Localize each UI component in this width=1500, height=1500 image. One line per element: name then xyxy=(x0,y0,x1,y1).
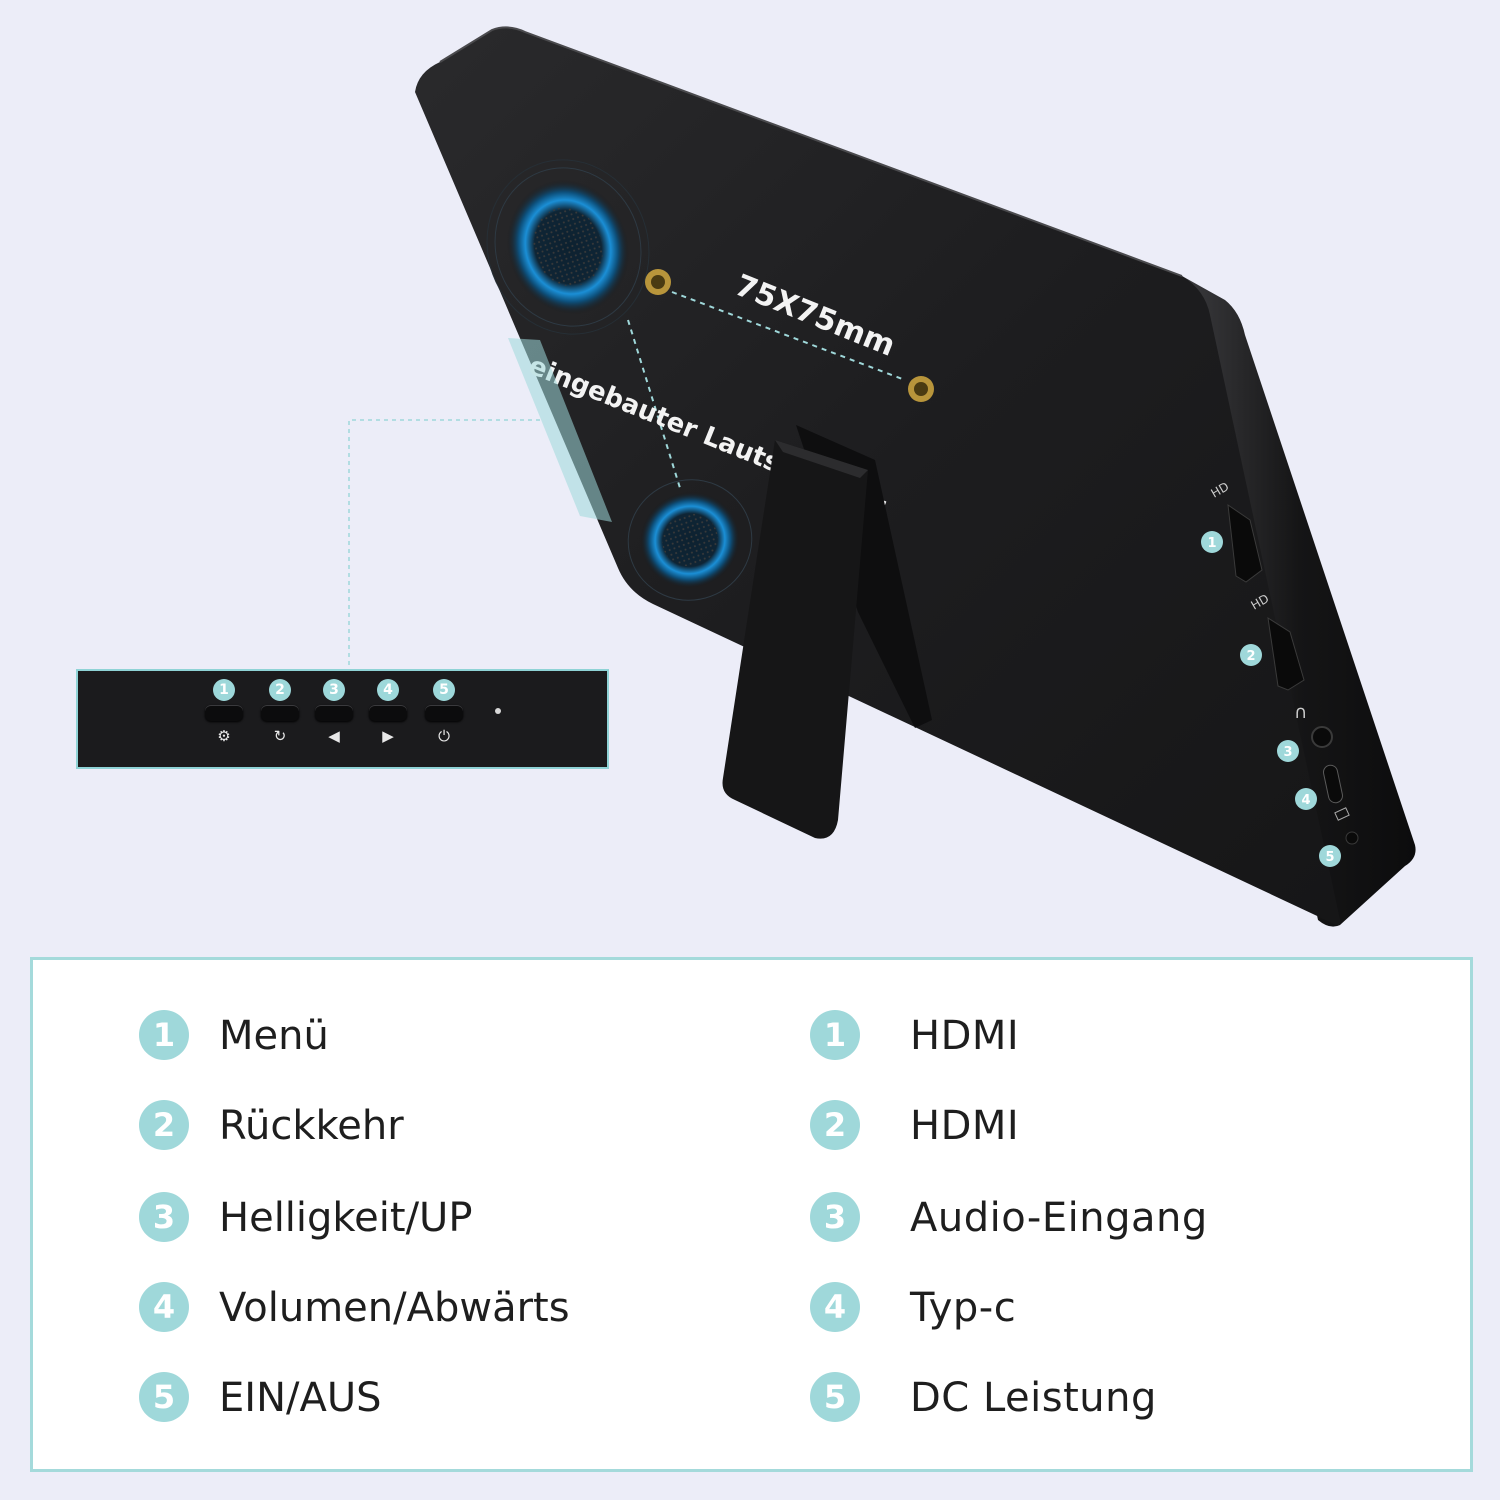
number-badge: 1 xyxy=(810,1010,860,1060)
vesa-hole-left xyxy=(645,269,671,295)
number-badge: 2 xyxy=(139,1100,189,1150)
left-triangle-icon: ◀ xyxy=(328,727,340,745)
strip-button-2: 2 ↻ xyxy=(261,671,301,771)
audio-jack: ∩ xyxy=(1294,702,1333,748)
number-badge: 3 xyxy=(139,1192,189,1242)
number-badge: 3 xyxy=(810,1192,860,1242)
strip-key-4 xyxy=(369,705,407,721)
monitor-edge xyxy=(1182,276,1416,927)
port-badge-3: 3 xyxy=(1277,740,1299,762)
legend-box: 1 Menü 2 Rückkehr 3 Helligkeit/UP 4 Volu… xyxy=(30,957,1473,1472)
number-badge: 4 xyxy=(810,1282,860,1332)
svg-text:5: 5 xyxy=(1325,850,1334,865)
button-strip-inset: 1 ⚙ 2 ↻ 3 ◀ 4 ▶ 5 ⏻ xyxy=(76,669,609,769)
legend-label: Helligkeit/UP xyxy=(219,1195,473,1241)
legend-label: EIN/AUS xyxy=(219,1375,382,1421)
monitor-back-illustration: 75X75mm eingebauter Lautsprecher HD HD ∩… xyxy=(348,26,1416,927)
strip-number-5: 5 xyxy=(433,679,455,701)
legend-label: Typ-c xyxy=(910,1285,1017,1331)
port-badge-5: 5 xyxy=(1319,845,1341,867)
legend-label: HDMI xyxy=(910,1013,1020,1059)
speaker-bottom xyxy=(627,479,753,601)
port-badge-2: 2 xyxy=(1240,644,1262,666)
indicator-led xyxy=(495,708,501,714)
legend-label: Menü xyxy=(219,1013,329,1059)
port-badge-1: 1 xyxy=(1201,531,1223,553)
port-badge-4: 4 xyxy=(1295,788,1317,810)
svg-text:1: 1 xyxy=(1207,536,1216,551)
svg-text:3: 3 xyxy=(1283,745,1292,760)
strip-number-2: 2 xyxy=(269,679,291,701)
number-badge: 2 xyxy=(810,1100,860,1150)
vesa-hole-right xyxy=(908,376,934,402)
legend-label: DC Leistung xyxy=(910,1375,1157,1421)
strip-key-1 xyxy=(205,705,243,721)
legend-label: HDMI xyxy=(910,1103,1020,1149)
power-icon: ⏻ xyxy=(438,727,450,745)
speaker-top xyxy=(486,159,650,335)
usb-c-port xyxy=(1323,764,1343,804)
kickstand xyxy=(722,425,932,839)
dc-port xyxy=(1334,807,1359,845)
strip-number-1: 1 xyxy=(213,679,235,701)
strip-button-5: 5 ⏻ xyxy=(425,671,465,771)
svg-text:2: 2 xyxy=(1246,649,1255,664)
strip-key-2 xyxy=(261,705,299,721)
number-badge: 1 xyxy=(139,1010,189,1060)
hdmi-port-2: HD xyxy=(1249,591,1305,691)
strip-number-3: 3 xyxy=(323,679,345,701)
strip-button-1: 1 ⚙ xyxy=(205,671,245,771)
strip-key-5 xyxy=(425,705,463,721)
number-badge: 4 xyxy=(139,1282,189,1332)
refresh-icon: ↻ xyxy=(273,727,287,745)
number-badge: 5 xyxy=(139,1372,189,1422)
strip-number-4: 4 xyxy=(377,679,399,701)
strip-key-3 xyxy=(315,705,353,721)
strip-button-3: 3 ◀ xyxy=(315,671,355,771)
strip-button-4: 4 ▶ xyxy=(369,671,409,771)
right-triangle-icon: ▶ xyxy=(382,727,394,745)
legend-label: Audio-Eingang xyxy=(910,1195,1208,1241)
legend-label: Volumen/Abwärts xyxy=(219,1285,570,1331)
legend-label: Rückkehr xyxy=(219,1103,404,1149)
number-badge: 5 xyxy=(810,1372,860,1422)
svg-text:4: 4 xyxy=(1301,793,1310,808)
gear-icon: ⚙ xyxy=(217,727,231,745)
svg-text:∩: ∩ xyxy=(1294,702,1307,723)
